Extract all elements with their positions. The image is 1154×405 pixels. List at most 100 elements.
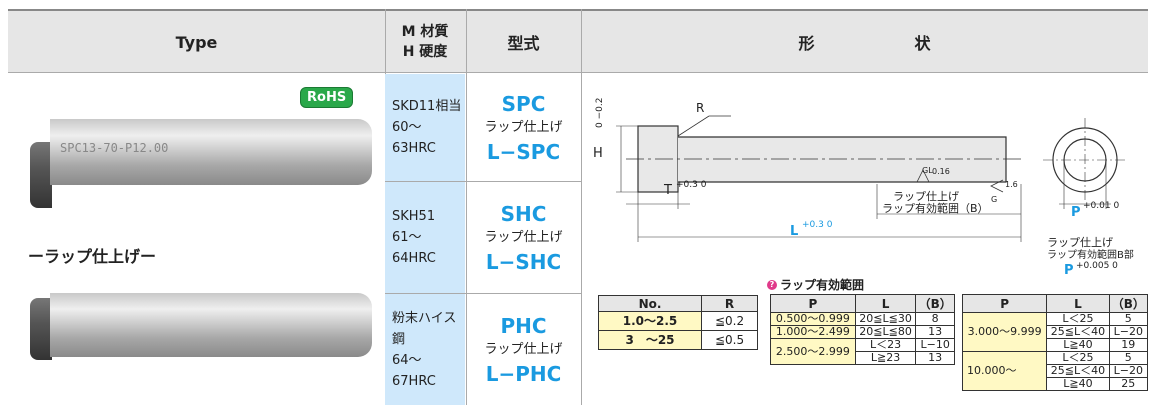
material-row-1: SKD11相当 60〜63HRC (385, 74, 465, 181)
table-cell: 10.000〜 (961, 351, 1048, 391)
lap-model-code[interactable]: L−SHC (485, 249, 562, 274)
table-cell: 0.500〜0.999 (770, 312, 856, 326)
divider (466, 9, 467, 405)
col-header: L (1046, 294, 1110, 313)
header-type: Type (175, 32, 218, 52)
lap-note-1: ラップ仕上げ (893, 190, 959, 203)
table-cell: 1.000〜2.499 (770, 325, 856, 339)
rough-gl: GL (922, 166, 933, 175)
finish-label: ラップ仕上げ (484, 229, 563, 245)
table-cell: L＜25 (1046, 351, 1110, 365)
table-cell: 25 (1108, 377, 1149, 391)
dim-T: T (664, 183, 672, 198)
col-header: （B） (915, 294, 955, 313)
hardness: 64〜67HRC (392, 352, 436, 389)
model-code[interactable]: PHC (500, 313, 547, 338)
col-header: L (854, 294, 917, 313)
lap-model-code[interactable]: L−SPC (486, 139, 561, 164)
model-row-1: SPC ラップ仕上げ L−SPC (466, 74, 581, 181)
rough-016: 0.16 (932, 167, 950, 176)
divider (385, 181, 581, 182)
table-cell: L＜23 (854, 338, 917, 352)
table-cell: 19 (1108, 338, 1149, 352)
table-cell: 25≦L＜40 (1046, 364, 1110, 378)
header-shape: 形 状 (581, 11, 1148, 73)
pin-head-image (30, 142, 52, 208)
material-row-2: SKH51 61〜64HRC (385, 182, 465, 293)
dim-P-tol: +0.01 0 (1083, 201, 1120, 211)
range-title: ? ラップ有効範囲 (767, 276, 864, 293)
pin-engraving: SPC13-70-P12.00 (60, 141, 169, 155)
table-cell: 20≦L≦30 (854, 312, 917, 326)
table-cell: 13 (915, 325, 955, 339)
table-cell: 25≦L＜40 (1046, 325, 1110, 339)
rough-g: G (991, 195, 998, 204)
pin-image: SPC13-70-P12.00 (50, 119, 372, 185)
material-name: SKD11相当 (392, 99, 462, 114)
table-cell: L−20 (1108, 364, 1149, 378)
rohs-badge: RoHS (300, 87, 354, 108)
side-note-2: ラップ有効範囲B部 (1047, 250, 1134, 261)
table-header: Type M 材質 H 硬度 型式 形 状 (8, 9, 1148, 73)
lap-model-code[interactable]: L−PHC (485, 361, 562, 386)
table-cell: 3.000〜9.999 (961, 312, 1048, 352)
model-row-2: SHC ラップ仕上げ L−SHC (466, 182, 581, 293)
lap-note-2: ラップ有効範囲（B） (882, 202, 989, 215)
table-cell: 20≦L≦80 (854, 325, 917, 339)
table-cell: 13 (915, 351, 955, 365)
range-title-text: ラップ有効範囲 (780, 278, 865, 292)
header-shape-b: 状 (914, 34, 931, 53)
dim-R: R (696, 101, 705, 115)
side-note-1: ラップ仕上げ (1047, 236, 1113, 249)
model-code[interactable]: SPC (501, 91, 546, 116)
side-P-tol: +0.005 0 (1076, 261, 1118, 271)
material-name: SKH51 (392, 209, 436, 224)
table-cell: ≦0.5 (701, 330, 758, 350)
table-cell: 1.0〜2.5 (597, 311, 703, 331)
model-row-3: PHC ラップ仕上げ L−PHC (466, 294, 581, 405)
pin-image-2 (50, 293, 372, 357)
divider (581, 9, 582, 405)
dim-P: P (1071, 205, 1081, 220)
rough-16: 1.6 (1005, 180, 1018, 189)
header-material-line1: M 材質 (401, 24, 449, 40)
table-cell: L≧40 (1046, 377, 1110, 391)
header-shape-a: 形 (798, 34, 815, 53)
col-header: P (770, 294, 856, 313)
table-cell: ≦0.2 (701, 311, 758, 331)
col-header: P (961, 294, 1048, 313)
table-cell: L≧40 (1046, 338, 1110, 352)
hardness: 61〜64HRC (392, 230, 436, 266)
side-P: P (1064, 263, 1074, 278)
dim-L: L (790, 224, 799, 239)
technical-drawing (616, 115, 1127, 242)
table-radius: No.R 1.0〜2.5≦0.2 3 〜25≦0.5 (597, 295, 758, 350)
col-header: （B） (1108, 294, 1149, 313)
dim-L-tol: +0.3 0 (802, 220, 833, 230)
table-cell: 5 (1108, 351, 1149, 365)
col-header: No. (597, 295, 703, 312)
header-material: M 材質 H 硬度 (385, 11, 465, 73)
finish-label: ラップ仕上げ (484, 119, 563, 135)
dim-H: H (593, 146, 603, 161)
material-row-3: 粉末ハイス鋼 64〜67HRC (385, 294, 465, 405)
lap-caption: ーラップ仕上げー (28, 247, 157, 266)
pin-head-image-2 (30, 298, 52, 360)
divider (385, 293, 581, 294)
material-name: 粉末ハイス鋼 (392, 310, 457, 347)
table-cell: L≧23 (854, 351, 917, 365)
model-code[interactable]: SHC (500, 201, 547, 226)
table-cell: 5 (1108, 312, 1149, 326)
table-cell: L−10 (915, 338, 955, 352)
hardness: 60〜63HRC (392, 120, 436, 156)
table-cell: 2.500〜2.999 (770, 338, 856, 365)
dim-H-tol: 0 −0.2 (595, 97, 605, 128)
col-header: R (701, 295, 758, 312)
finish-label: ラップ仕上げ (484, 341, 563, 357)
header-model: 型式 (507, 34, 540, 53)
header-material-line2: H 硬度 (402, 44, 448, 60)
table-cell: 8 (915, 312, 955, 326)
table-cell: 3 〜25 (597, 330, 703, 350)
